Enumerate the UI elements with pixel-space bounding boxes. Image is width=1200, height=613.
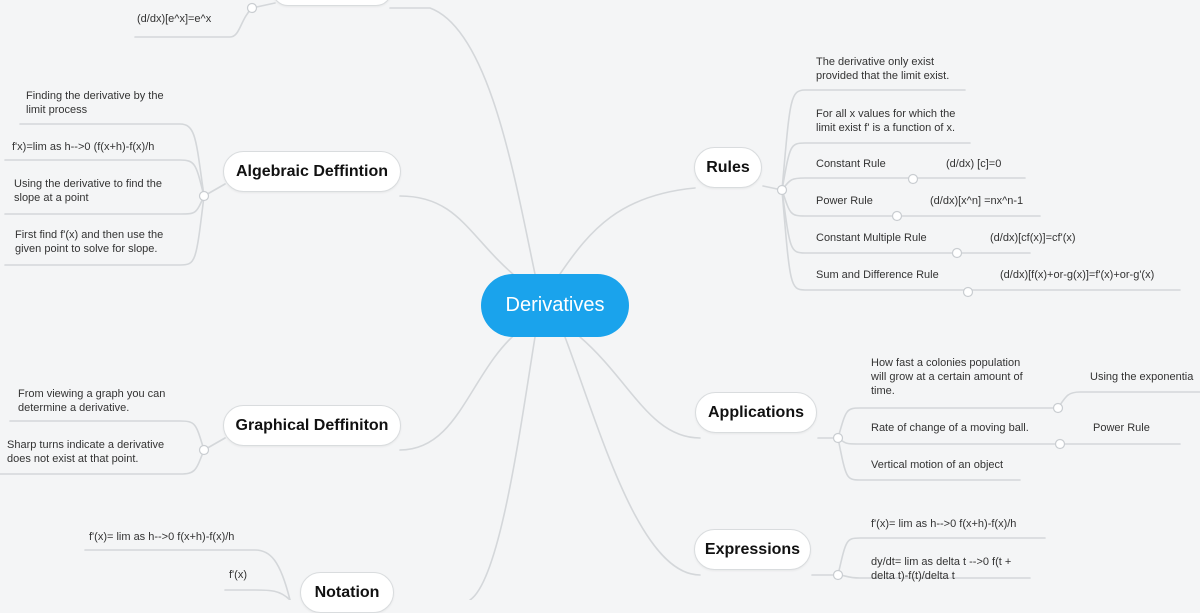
leaf-line: For all x values for which the	[816, 108, 956, 120]
leaf-line: How fast a colonies population	[871, 357, 1021, 369]
leaf-line: time.	[871, 385, 895, 397]
central-topic-derivatives[interactable]: Derivatives	[481, 274, 629, 337]
leaf-power-rule[interactable]: Power Rule	[816, 195, 873, 207]
leaf-expr-limit[interactable]: f'(x)= lim as h-->0 f(x+h)-f(x)/h	[871, 518, 1017, 530]
leaf-exponential-rule[interactable]: (d/dx)[e^x]=e^x	[137, 13, 212, 25]
connector-lines	[0, 2, 1200, 600]
leaf-alg-limit-process[interactable]: Finding the derivative by the limit proc…	[26, 89, 164, 117]
leaf-line: Sharp turns indicate a derivative	[7, 439, 165, 451]
topic-graphical-definition[interactable]: Graphical Deffiniton	[223, 405, 401, 446]
topic-notation[interactable]: Notation	[300, 572, 394, 613]
leaf-alg-formula[interactable]: f'x)=lim as h-->0 (f(x+h)-f(x)/h	[12, 141, 155, 153]
leaf-line: Using the derivative to find the	[14, 178, 162, 190]
leaf-sum-difference-formula[interactable]: (d/dx)[f(x)+or-g(x)]=f'(x)+or-g'(x)	[1000, 269, 1155, 281]
topic-applications[interactable]: Applications	[695, 392, 817, 433]
leaf-graph-sharp-turns[interactable]: Sharp turns indicate a derivative does n…	[7, 438, 164, 466]
leaf-line: limit process	[26, 104, 88, 116]
leaf-app-exponential[interactable]: Using the exponentia	[1090, 371, 1194, 383]
leaf-rules-exist[interactable]: The derivative only exist provided that …	[816, 55, 949, 83]
leaf-line: does not exist at that point.	[7, 453, 139, 465]
leaf-line: delta t)-f(t)/delta t	[871, 570, 955, 582]
leaf-power-rule-formula[interactable]: (d/dx)[x^n] =nx^n-1	[930, 195, 1024, 207]
leaf-line: slope at a point	[14, 192, 89, 204]
leaf-line: given point to solve for slope.	[15, 243, 158, 255]
leaf-line: Finding the derivative by the	[26, 90, 164, 102]
leaf-sum-difference-rule[interactable]: Sum and Difference Rule	[816, 269, 939, 281]
leaf-constant-rule-formula[interactable]: (d/dx) [c]=0	[946, 158, 1002, 170]
leaf-line: will grow at a certain amount of	[871, 371, 1023, 383]
leaf-app-power-rule[interactable]: Power Rule	[1093, 422, 1150, 434]
leaf-alg-slope[interactable]: Using the derivative to find the slope a…	[14, 177, 162, 205]
leaf-line: The derivative only exist	[816, 56, 934, 68]
topic-algebraic-definition[interactable]: Algebraic Deffintion	[223, 151, 401, 192]
leaf-constant-multiple-rule[interactable]: Constant Multiple Rule	[816, 232, 927, 244]
topic-expressions[interactable]: Expressions	[694, 529, 811, 570]
leaf-line: provided that the limit exist.	[816, 70, 950, 82]
topic-rules[interactable]: Rules	[694, 147, 762, 188]
leaf-graph-viewing[interactable]: From viewing a graph you can determine a…	[18, 387, 165, 415]
leaf-alg-first-find[interactable]: First find f'(x) and then use the given …	[15, 228, 163, 256]
leaf-constant-rule[interactable]: Constant Rule	[816, 158, 886, 170]
leaf-line: determine a derivative.	[18, 402, 130, 414]
leaf-app-population[interactable]: How fast a colonies population will grow…	[871, 356, 1023, 398]
topic-partial-top[interactable]	[272, 0, 392, 6]
leaf-line: From viewing a graph you can	[18, 388, 166, 400]
leaf-line: limit exist f' is a function of x.	[816, 122, 956, 134]
leaf-notation-fprime[interactable]: f'(x)	[229, 569, 247, 581]
leaf-line: First find f'(x) and then use the	[15, 229, 164, 241]
leaf-app-vertical-motion[interactable]: Vertical motion of an object	[871, 459, 1004, 471]
leaf-constant-multiple-formula[interactable]: (d/dx)[cf(x)]=cf'(x)	[990, 232, 1076, 244]
leaf-expr-dydt[interactable]: dy/dt= lim as delta t -->0 f(t + delta t…	[871, 555, 1011, 583]
leaf-rules-function[interactable]: For all x values for which the limit exi…	[816, 107, 955, 135]
leaf-notation-limit[interactable]: f'(x)= lim as h-->0 f(x+h)-f(x)/h	[89, 531, 235, 543]
leaf-line: dy/dt= lim as delta t -->0 f(t +	[871, 556, 1012, 568]
leaf-app-moving-ball[interactable]: Rate of change of a moving ball.	[871, 422, 1029, 434]
